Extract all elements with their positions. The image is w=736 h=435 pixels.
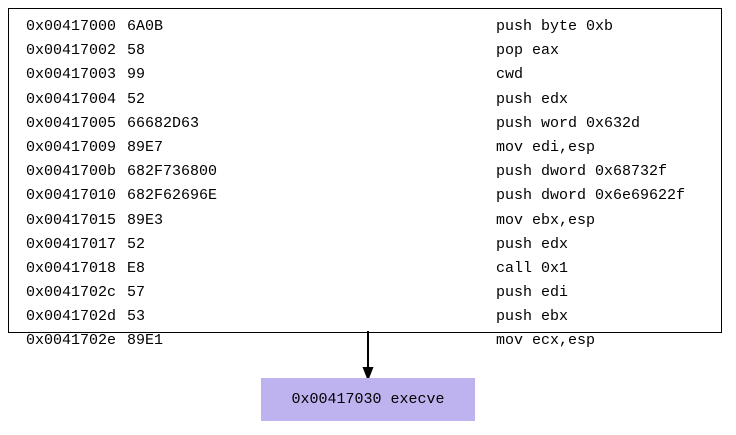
instruction-bytes: 66682D63 bbox=[127, 114, 200, 132]
instruction-bytes: 57 bbox=[127, 284, 146, 302]
instruction-bytes: 53 bbox=[127, 308, 146, 326]
instruction-address: 0x0041700b bbox=[26, 163, 117, 181]
instruction-mnemonic: call 0x1 bbox=[496, 259, 569, 277]
instruction-row[interactable]: 0x00417009 89E7 mov edi,esp bbox=[9, 136, 721, 160]
instruction-row[interactable]: 0x00417017 52 push edx bbox=[9, 233, 721, 257]
instruction-mnemonic: push dword 0x68732f bbox=[496, 163, 668, 181]
instruction-address: 0x00417000 bbox=[26, 18, 117, 35]
instruction-address: 0x00417005 bbox=[26, 114, 117, 132]
instruction-bytes: 52 bbox=[127, 235, 146, 253]
instruction-row[interactable]: 0x00417003 99 cwd bbox=[9, 63, 721, 87]
instruction-address: 0x0041702e bbox=[26, 332, 117, 350]
instruction-mnemonic: mov edi,esp bbox=[496, 138, 596, 156]
instruction-address: 0x00417017 bbox=[26, 235, 117, 253]
instruction-mnemonic: push byte 0xb bbox=[496, 18, 614, 35]
instruction-row[interactable]: 0x0041702e 89E1 mov ecx,esp bbox=[9, 329, 721, 353]
instruction-mnemonic: push edx bbox=[496, 90, 569, 108]
instruction-row[interactable]: 0x0041700b 682F736800 push dword 0x68732f bbox=[9, 160, 721, 184]
instruction-mnemonic: push edx bbox=[496, 235, 569, 253]
instruction-address: 0x0041702c bbox=[26, 284, 117, 302]
instruction-mnemonic: push word 0x632d bbox=[496, 114, 641, 132]
instruction-mnemonic: push edi bbox=[496, 284, 569, 302]
arrow-down-icon bbox=[352, 331, 384, 383]
instruction-row[interactable]: 0x00417005 66682D63 push word 0x632d bbox=[9, 112, 721, 136]
instruction-row[interactable]: 0x00417002 58 pop eax bbox=[9, 39, 721, 63]
instruction-bytes: 682F62696E bbox=[127, 187, 218, 205]
instruction-bytes: 99 bbox=[127, 66, 146, 84]
instruction-bytes: E8 bbox=[127, 259, 146, 277]
instruction-row[interactable]: 0x00417018 E8 call 0x1 bbox=[9, 257, 721, 281]
instruction-mnemonic: push ebx bbox=[496, 308, 569, 326]
instruction-bytes: 89E1 bbox=[127, 332, 164, 350]
target-node-label: 0x00417030 execve bbox=[291, 391, 445, 408]
instruction-bytes: 52 bbox=[127, 90, 146, 108]
instruction-listing: 0x00417000 6A0B push byte 0xb 0x00417002 58 p… bbox=[9, 9, 721, 349]
instruction-address: 0x00417010 bbox=[26, 187, 117, 205]
target-node-execve[interactable]: 0x00417030 execve bbox=[261, 378, 475, 421]
instruction-row[interactable]: 0x0041702d 53 push ebx bbox=[9, 305, 721, 329]
instruction-mnemonic: mov ebx,esp bbox=[496, 211, 596, 229]
instruction-address: 0x00417009 bbox=[26, 138, 117, 156]
instruction-bytes: 6A0B bbox=[127, 18, 164, 35]
instruction-address: 0x00417018 bbox=[26, 259, 117, 277]
instruction-row[interactable]: 0x00417000 6A0B push byte 0xb bbox=[9, 15, 721, 39]
instruction-address: 0x00417003 bbox=[26, 66, 117, 84]
basic-block-node[interactable]: 0x00417000 6A0B push byte 0xb 0x00417002 58 p… bbox=[8, 8, 722, 349]
instruction-bytes: 682F736800 bbox=[127, 163, 218, 181]
instruction-row[interactable]: 0x00417010 682F62696E push dword 0x6e69622… bbox=[9, 184, 721, 208]
instruction-address: 0x0041702d bbox=[26, 308, 117, 326]
instruction-mnemonic: mov ecx,esp bbox=[496, 332, 596, 350]
instruction-address: 0x00417015 bbox=[26, 211, 117, 229]
instruction-row[interactable]: 0x0041702c 57 push edi bbox=[9, 281, 721, 305]
instruction-address: 0x00417002 bbox=[26, 42, 117, 60]
instruction-bytes: 89E3 bbox=[127, 211, 164, 229]
instruction-mnemonic: cwd bbox=[496, 66, 524, 84]
instruction-mnemonic: push dword 0x6e69622f bbox=[496, 187, 686, 205]
instruction-mnemonic: pop eax bbox=[496, 42, 560, 60]
instruction-row[interactable]: 0x00417004 52 push edx bbox=[9, 88, 721, 112]
instruction-address: 0x00417004 bbox=[26, 90, 117, 108]
instruction-bytes: 89E7 bbox=[127, 138, 164, 156]
instruction-bytes: 58 bbox=[127, 42, 146, 60]
instruction-row[interactable]: 0x00417015 89E3 mov ebx,esp bbox=[9, 209, 721, 233]
